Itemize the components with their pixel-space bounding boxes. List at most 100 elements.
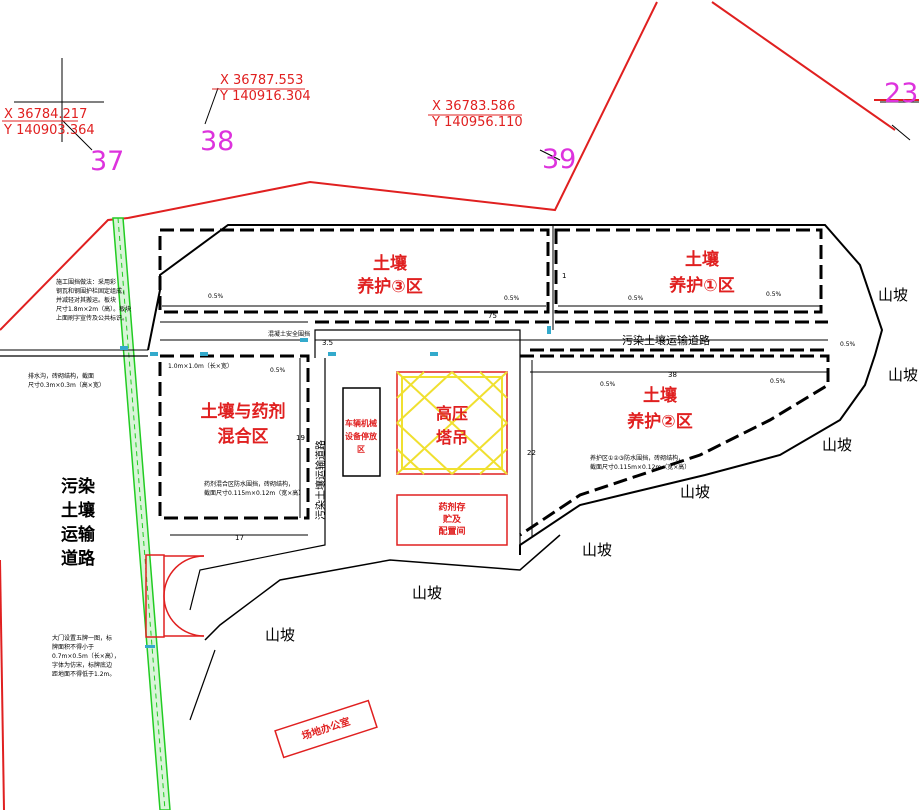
dimension-label: 1 xyxy=(562,272,566,280)
tower-crane-title: 塔吊 xyxy=(436,428,468,447)
fence-note: 并减轻对其搬运。板块 xyxy=(56,296,116,304)
lower-slope-boundary xyxy=(204,534,561,641)
mixing-zone-title: 混合区 xyxy=(218,426,269,447)
gate-note: 大门设置五牌一图，标 xyxy=(52,634,112,642)
slope-label: 山坡 xyxy=(888,366,918,384)
parking-area-box xyxy=(342,387,381,477)
slope-mark: 0.5% xyxy=(600,381,616,388)
survey-37-x: X 36784.217 xyxy=(4,107,87,122)
drawing-line xyxy=(204,87,219,125)
tower-crane-area xyxy=(396,371,508,475)
central-yard-edge xyxy=(314,329,521,545)
lower-slope-boundary-2 xyxy=(189,649,216,721)
drawing-line xyxy=(547,326,551,334)
slope-label: 山坡 xyxy=(680,483,710,501)
drawing-line xyxy=(539,149,561,161)
drawing-line xyxy=(451,371,508,424)
zone2-title: 土壤 xyxy=(643,385,678,406)
drawing-line xyxy=(274,699,378,759)
slope-mark: 0.5% xyxy=(504,295,520,302)
zone1-title: 养护①区 xyxy=(668,275,734,296)
dimension-label: 19 xyxy=(296,434,305,442)
main-gate[interactable] xyxy=(145,554,205,638)
drawing-line xyxy=(300,338,308,342)
slope-marks: 0.5% 0.5% 0.5% 0.5% 0.5% 0.5% 0.5% 0.5% xyxy=(208,291,856,388)
drawing-line xyxy=(396,371,508,475)
boundary-left xyxy=(0,217,129,331)
boundary-left-lower xyxy=(0,559,5,810)
survey-38-id: 38 xyxy=(200,126,234,157)
waterproof-walls xyxy=(158,228,830,537)
site-office[interactable] xyxy=(274,699,378,759)
size-note: 1.0m×1.0m（长×宽） xyxy=(168,362,233,370)
boundary-right xyxy=(711,1,896,131)
side-road-label: 污染土壤运输道路 xyxy=(314,440,327,520)
dimension-label: 22 xyxy=(527,449,536,457)
road-lines xyxy=(160,225,828,538)
gate-note: 字体为仿宋，标牌底边 xyxy=(52,661,112,669)
slope-label: 山坡 xyxy=(822,436,852,454)
gate-note: 0.7m×0.5m（长×高）， xyxy=(52,652,120,660)
zone3-title: 养护③区 xyxy=(356,276,422,297)
site-outline xyxy=(0,224,884,721)
slope-label: 山坡 xyxy=(412,584,442,602)
drawing-line xyxy=(401,376,503,470)
gate-note: 距地面不得低于1.2m。 xyxy=(52,670,115,678)
slope-mark: 0.5% xyxy=(770,378,786,385)
storage-room-title: 贮及 xyxy=(442,513,462,525)
dimension-label: 38 xyxy=(668,371,677,379)
zone3-title: 土壤 xyxy=(373,253,408,274)
mixing-wall-note: 药剂混合区防水围挡，砖砌结构， xyxy=(204,480,294,488)
slope-mark: 0.5% xyxy=(270,367,286,374)
fence-note: 钢瓦和钢围护栏固定组成， xyxy=(56,287,128,295)
drawing-line xyxy=(200,352,208,356)
storage-room-box xyxy=(396,494,508,546)
drawing-line xyxy=(120,346,128,350)
mixing-wall xyxy=(158,354,310,520)
survey-37-y: Y 140903.364 xyxy=(3,123,95,138)
drawing-line xyxy=(430,352,438,356)
parking-area-title: 设备停放 xyxy=(345,431,378,441)
fence-note: 上面刷字宣传及公共标识。 xyxy=(56,314,128,322)
parking-area-title: 车辆机械 xyxy=(345,418,377,428)
zone2-wall xyxy=(519,354,830,537)
mixing-zone-title: 土壤与药剂 xyxy=(201,401,286,422)
zone2-title: 养护②区 xyxy=(626,411,692,432)
main-road-label: 污染土壤运输道路 xyxy=(622,333,710,347)
zone3-wall xyxy=(158,228,550,314)
left-road-label: 运输 xyxy=(61,524,96,545)
fence-note: 尺寸1.8m×2m（高）。板块 xyxy=(56,305,131,313)
left-road-label: 污染 xyxy=(61,476,95,497)
drawing-line xyxy=(163,595,205,637)
survey-38-y: Y 140916.304 xyxy=(219,89,311,104)
drawing-line xyxy=(112,217,171,810)
gate-note: 牌面积不得小于 xyxy=(52,643,94,651)
drain-note: 排水沟，砖砌结构，截面 xyxy=(28,372,94,380)
drawing-line xyxy=(451,422,508,475)
cure-wall-note: 截面尺寸0.115m×0.12m（宽×高） xyxy=(590,463,690,471)
survey-39-x: X 36783.586 xyxy=(432,99,515,114)
storage-room-title: 药剂存 xyxy=(438,501,465,513)
green-fence xyxy=(112,217,171,810)
zone1-title: 土壤 xyxy=(685,249,720,270)
dimension-label: 75 xyxy=(488,312,497,320)
drawing-line xyxy=(396,371,508,475)
survey-markers xyxy=(14,58,919,161)
survey-23-id: 23 xyxy=(884,78,918,109)
parking-area-title: 区 xyxy=(357,445,365,454)
drainage-markers xyxy=(120,326,551,648)
drawing-line xyxy=(891,124,911,141)
drawing-line xyxy=(150,352,158,356)
dimension-label: 3.5 xyxy=(322,339,333,347)
road-right-edge xyxy=(189,358,326,611)
construction-notes: 施工围挡做法：采用彩 钢瓦和钢围护栏固定组成， 并减轻对其搬运。板块 尺寸1.8… xyxy=(28,278,690,678)
zone1-wall xyxy=(554,228,823,314)
slope-mark: 0.5% xyxy=(208,293,224,300)
slope-mark: 0.5% xyxy=(840,341,856,348)
fence-note: 施工围挡做法：采用彩 xyxy=(56,278,116,286)
slope-labels: 山坡 山坡 山坡 山坡 山坡 山坡 山坡 xyxy=(265,286,918,644)
cure-wall-note: 养护区①②③防水围挡，砖砌结构， xyxy=(590,454,684,462)
left-road-label: 道路 xyxy=(61,548,96,569)
